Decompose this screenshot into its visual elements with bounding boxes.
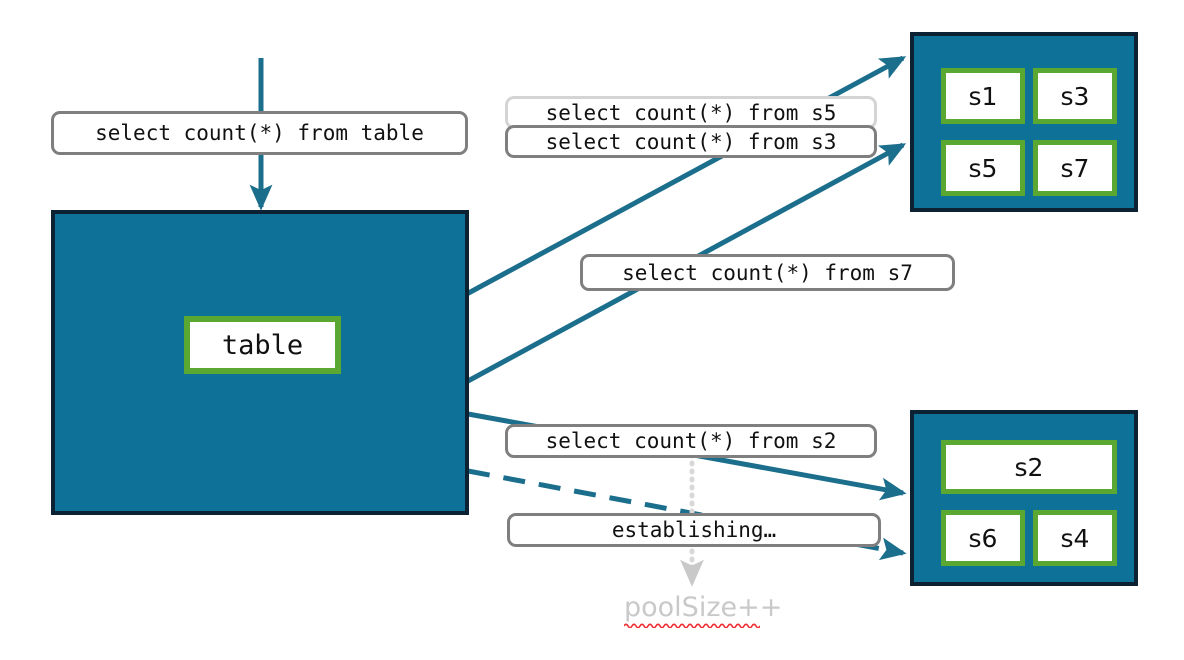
connection-s5[interactable]: s5 [941,140,1025,196]
pool-size-label-text: poolSize++ [624,592,783,623]
connection-s1[interactable]: s1 [941,68,1025,124]
connection-s5-label: s5 [968,153,998,183]
connection-pool-bottom: s2 s6 s4 [910,410,1138,586]
query-label-s3: select count(*) from s3 [505,125,877,158]
query-label-s3-text: select count(*) from s3 [545,129,837,154]
table-node-label: table [221,329,304,361]
connection-s7-label: s7 [1060,153,1090,183]
connection-s4-label: s4 [1060,523,1090,553]
connection-pool-top: s1 s3 s5 s7 [910,32,1138,212]
table-node[interactable]: table [184,316,341,374]
connection-s1-label: s1 [968,81,998,111]
query-label-s7: select count(*) from s7 [580,254,955,291]
connection-s6[interactable]: s6 [941,510,1025,566]
table-container: table [51,210,469,515]
pool-size-label: poolSize++ [624,594,782,621]
connection-s3-label: s3 [1060,81,1090,111]
connection-s7[interactable]: s7 [1033,140,1117,196]
connection-s2-label: s2 [1014,452,1044,482]
query-label-table: select count(*) from table [51,111,468,155]
query-label-s2-text: select count(*) from s2 [545,429,837,453]
connection-s3[interactable]: s3 [1033,68,1117,124]
connection-s4[interactable]: s4 [1033,510,1117,566]
query-label-s2: select count(*) from s2 [505,424,877,458]
status-label-establishing: establishing… [507,513,881,547]
query-label-s7-text: select count(*) from s7 [622,260,913,285]
status-label-establishing-text: establishing… [611,518,777,542]
spellcheck-underline-icon [624,623,760,628]
query-label-s5-text: select count(*) from s5 [545,100,837,125]
query-label-table-text: select count(*) from table [95,121,424,145]
connection-s2[interactable]: s2 [941,440,1117,494]
connection-s6-label: s6 [968,523,998,553]
